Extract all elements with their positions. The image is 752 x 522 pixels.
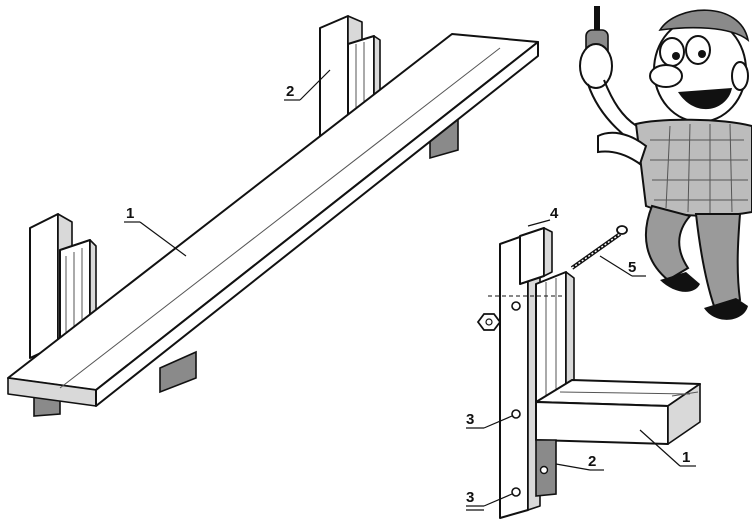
far-post-leader-line: [299, 69, 331, 101]
hex-nut-icon: [476, 313, 502, 331]
detail-assembly: [488, 227, 701, 519]
detail-board-label: 1: [682, 449, 690, 466]
board-label: 1: [126, 205, 134, 222]
far-post-label: 2: [286, 83, 294, 100]
bracket-label: 4: [550, 205, 559, 222]
board-leader-line: [139, 221, 187, 257]
threaded-bolt-icon: [570, 225, 628, 270]
hole-label-upper: 3: [466, 411, 474, 428]
support-block-label: 2: [588, 453, 596, 470]
cartoon-boy-with-screwdriver-icon: [579, 6, 752, 320]
seesaw-board: [7, 33, 539, 407]
hole-label-lower: 3: [466, 489, 474, 506]
bolt-label: 5: [628, 259, 636, 276]
near-support-block: [159, 350, 197, 394]
